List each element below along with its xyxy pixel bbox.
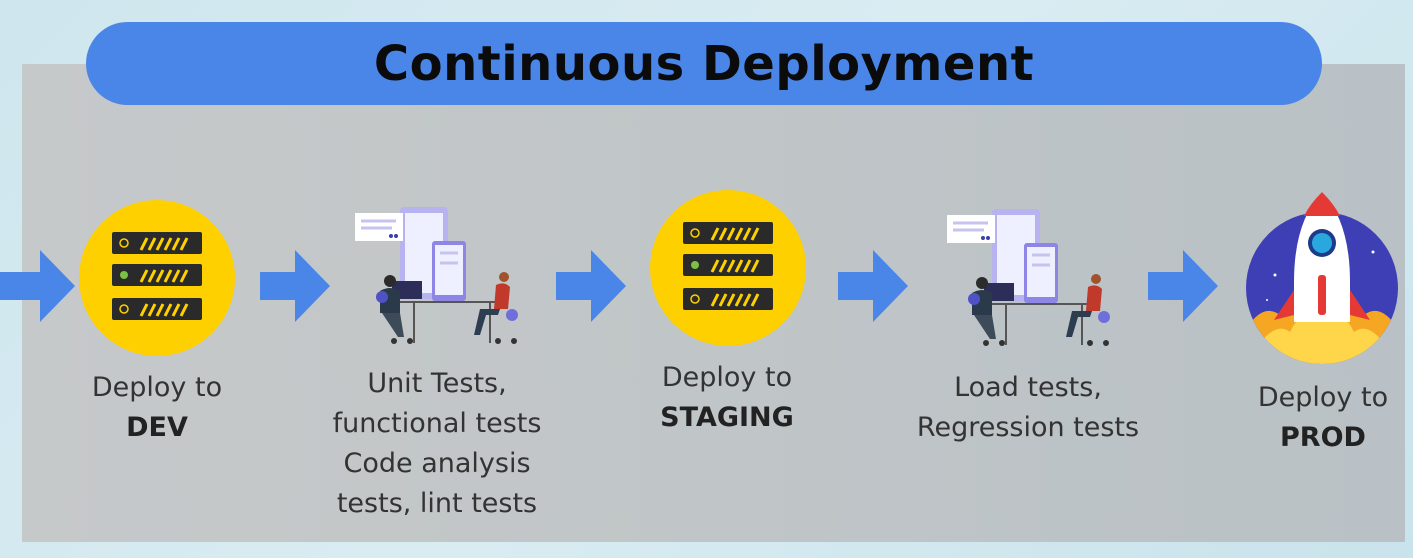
arrow-right-icon: [556, 250, 626, 322]
stage-label-line: Code analysis: [343, 448, 531, 479]
arrow-right-icon: [838, 250, 908, 322]
stage-label-tests-1: Unit Tests, functional tests Code analys…: [302, 364, 572, 524]
team-testing-icon: [355, 207, 518, 344]
rocket-icon: [1246, 192, 1398, 364]
arrow-right-icon: [1148, 250, 1218, 322]
stage-label-line: functional tests: [332, 408, 542, 439]
stage-label-env: PROD: [1280, 422, 1366, 453]
stage-label-env: STAGING: [660, 402, 794, 433]
stage-label-line: Deploy to: [661, 362, 793, 393]
stage-label-prod: Deploy to PROD: [1228, 378, 1413, 458]
stage-label-tests-2: Load tests, Regression tests: [898, 368, 1158, 448]
stage-label-line: Load tests,: [954, 372, 1102, 403]
arrow-right-icon: [0, 250, 75, 322]
title-banner: Continuous Deployment: [86, 22, 1322, 105]
server-stack-icon: [650, 190, 806, 346]
team-testing-icon: [947, 209, 1110, 346]
stage-label-dev: Deploy to DEV: [62, 368, 252, 448]
arrow-right-icon: [260, 250, 330, 322]
stage-label-staging: Deploy to STAGING: [622, 358, 832, 438]
diagram-title: Continuous Deployment: [373, 35, 1035, 92]
stage-label-line: Deploy to: [1257, 382, 1389, 413]
stage-label-line: Regression tests: [916, 412, 1140, 443]
stage-label-line: Unit Tests,: [367, 368, 507, 399]
stage-label-line: tests, lint tests: [336, 488, 538, 519]
stage-label-line: Deploy to: [91, 372, 223, 403]
server-stack-icon: [79, 200, 235, 356]
stage-label-env: DEV: [126, 412, 188, 443]
